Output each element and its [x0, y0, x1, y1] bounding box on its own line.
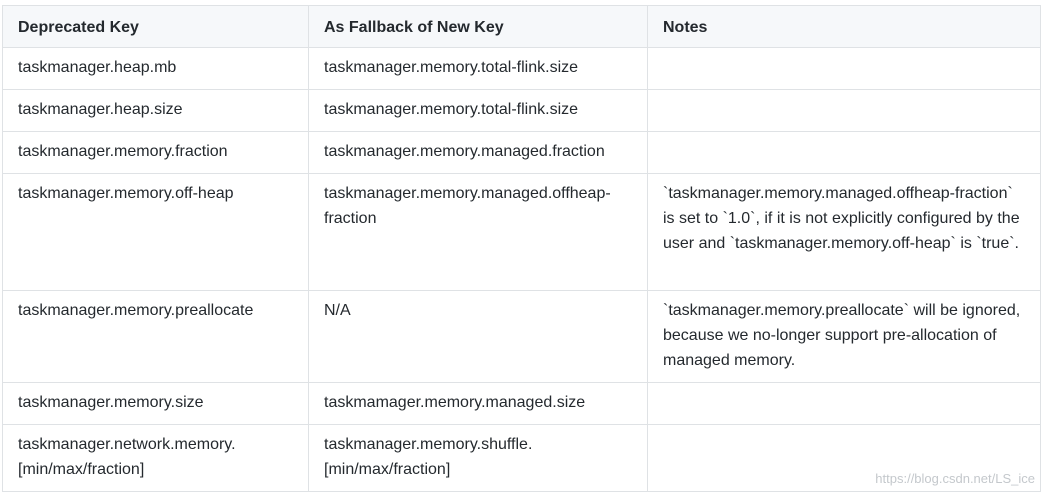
table-row: taskmanager.heap.size taskmanager.memory… — [2, 89, 1041, 132]
cell-notes — [647, 382, 1041, 425]
cell-fallback-key: N/A — [308, 290, 648, 383]
cell-fallback-key: taskmanager.memory.managed.fraction — [308, 131, 648, 174]
header-notes: Notes — [647, 5, 1041, 48]
cell-fallback-key: taskmanager.memory.total-flink.size — [308, 89, 648, 132]
table-header-row: Deprecated Key As Fallback of New Key No… — [2, 5, 1041, 48]
cell-fallback-key: taskmanager.memory.managed.offheap-fract… — [308, 173, 648, 291]
cell-fallback-key: taskmamager.memory.managed.size — [308, 382, 648, 425]
table-row: taskmanager.memory.off-heap taskmanager.… — [2, 173, 1041, 291]
cell-notes — [647, 89, 1041, 132]
table-row: taskmanager.memory.preallocate N/A `task… — [2, 290, 1041, 383]
table-row: taskmanager.memory.size taskmamager.memo… — [2, 382, 1041, 425]
cell-notes — [647, 131, 1041, 174]
table-row: taskmanager.network.memory.[min/max/frac… — [2, 424, 1041, 492]
watermark: https://blog.csdn.net/LS_ice — [875, 471, 1035, 486]
cell-fallback-key: taskmanager.memory.shuffle.[min/max/frac… — [308, 424, 648, 492]
cell-notes: `taskmanager.memory.managed.offheap-frac… — [647, 173, 1041, 291]
cell-deprecated-key: taskmanager.memory.size — [2, 382, 309, 425]
cell-notes: `taskmanager.memory.preallocate` will be… — [647, 290, 1041, 383]
header-deprecated-key: Deprecated Key — [2, 5, 309, 48]
table-row: taskmanager.heap.mb taskmanager.memory.t… — [2, 47, 1041, 90]
deprecated-keys-table: Deprecated Key As Fallback of New Key No… — [2, 5, 1041, 492]
cell-fallback-key: taskmanager.memory.total-flink.size — [308, 47, 648, 90]
cell-deprecated-key: taskmanager.heap.mb — [2, 47, 309, 90]
cell-deprecated-key: taskmanager.heap.size — [2, 89, 309, 132]
deprecated-keys-table-container: Deprecated Key As Fallback of New Key No… — [2, 5, 1041, 492]
cell-deprecated-key: taskmanager.network.memory.[min/max/frac… — [2, 424, 309, 492]
cell-notes — [647, 424, 1041, 492]
cell-deprecated-key: taskmanager.memory.fraction — [2, 131, 309, 174]
header-fallback-new-key: As Fallback of New Key — [308, 5, 648, 48]
cell-notes — [647, 47, 1041, 90]
table-row: taskmanager.memory.fraction taskmanager.… — [2, 131, 1041, 174]
cell-deprecated-key: taskmanager.memory.off-heap — [2, 173, 309, 291]
cell-deprecated-key: taskmanager.memory.preallocate — [2, 290, 309, 383]
